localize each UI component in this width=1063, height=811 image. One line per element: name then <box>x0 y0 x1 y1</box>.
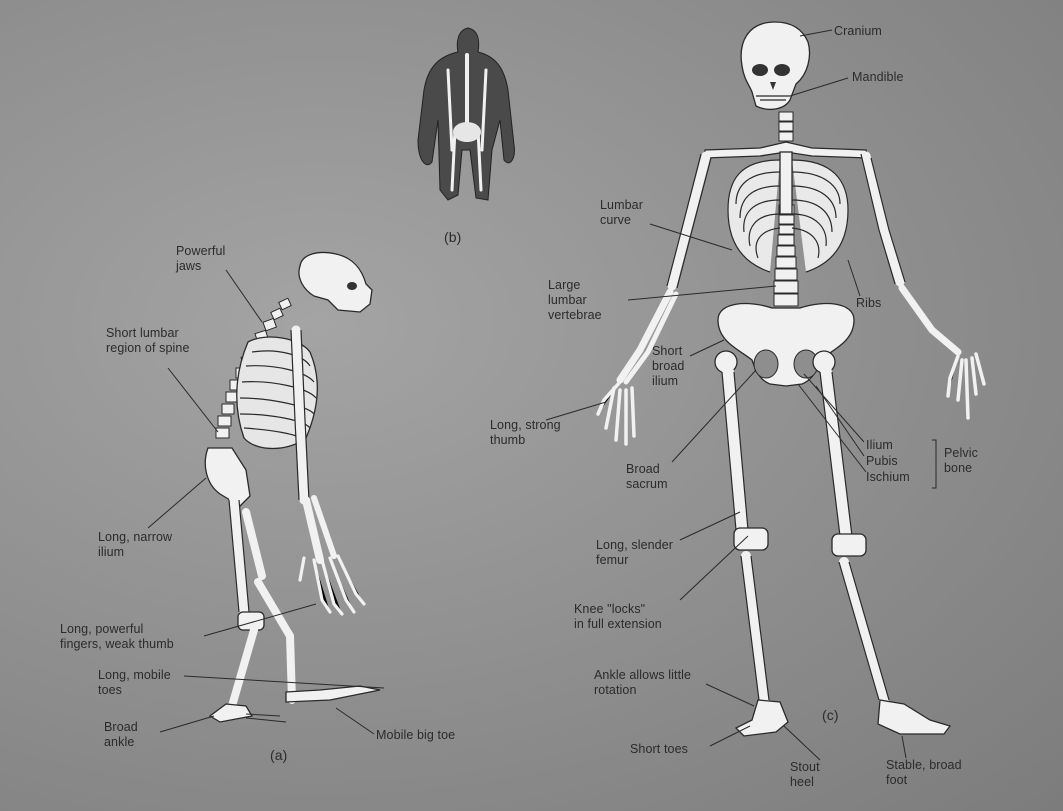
label-cranium: Cranium <box>834 24 882 39</box>
label-pubis: Pubis <box>866 454 898 469</box>
panel-label-c: (c) <box>822 708 839 723</box>
label-ribs: Ribs <box>856 296 881 311</box>
chimp-silhouette-figure <box>418 28 514 200</box>
label-ischium: Ischium <box>866 470 910 485</box>
label-long-powerful-fingers: Long, powerful fingers, weak thumb <box>60 622 240 652</box>
label-powerful-jaws: Powerful jaws <box>176 244 326 274</box>
label-ankle-rotation: Ankle allows little rotation <box>594 668 744 698</box>
label-mandible: Mandible <box>852 70 904 85</box>
panel-label-a: (a) <box>270 748 287 763</box>
panel-label-b: (b) <box>444 230 461 245</box>
label-long-mobile-toes: Long, mobile toes <box>98 668 248 698</box>
label-mobile-big-toe: Mobile big toe <box>376 728 455 743</box>
label-knee-locks: Knee "locks" in full extension <box>574 602 724 632</box>
label-short-broad-ilium: Short broad ilium <box>652 344 802 389</box>
label-ilium: Ilium <box>866 438 893 453</box>
label-short-toes: Short toes <box>630 742 688 757</box>
label-broad-sacrum: Broad sacrum <box>626 462 776 492</box>
label-broad-ankle: Broad ankle <box>104 720 254 750</box>
label-long-narrow-ilium: Long, narrow ilium <box>98 530 248 560</box>
label-lumbar-curve: Lumbar curve <box>600 198 750 228</box>
label-stable-broad-foot: Stable, broad foot <box>886 758 1036 788</box>
label-long-slender-femur: Long, slender femur <box>596 538 746 568</box>
label-long-strong-thumb: Long, strong thumb <box>490 418 640 448</box>
label-short-lumbar-region: Short lumbar region of spine <box>106 326 256 356</box>
label-pelvic-bone: Pelvic bone <box>944 446 1063 476</box>
label-large-lumbar-vertebrae: Large lumbar vertebrae <box>548 278 698 323</box>
